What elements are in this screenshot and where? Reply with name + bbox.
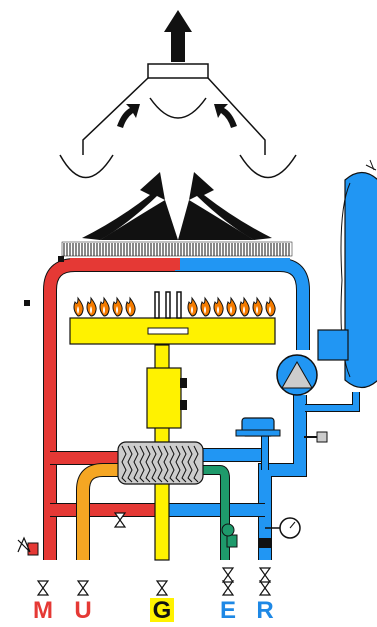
flame-core — [204, 306, 206, 314]
flame-icon — [265, 296, 276, 317]
valve-icon — [17, 512, 272, 596]
flame-core — [269, 306, 271, 314]
flame-core — [217, 306, 219, 314]
connection-label-u: U — [74, 597, 91, 624]
valve-icon — [113, 512, 127, 528]
plate-line — [175, 445, 181, 483]
flame-icon — [200, 296, 211, 317]
valve-icon — [155, 580, 169, 596]
flame-icon — [125, 296, 136, 317]
connection-label-g: G — [153, 597, 172, 624]
valve-icon — [36, 580, 50, 596]
flame-core — [191, 306, 193, 314]
flame-core — [243, 306, 245, 314]
plate-line — [187, 445, 193, 483]
plate-line — [181, 445, 187, 483]
flame-core — [256, 306, 258, 314]
flame-icon — [99, 296, 110, 317]
plate-line — [133, 445, 139, 483]
flame-icon — [112, 296, 123, 317]
flame-icon — [73, 296, 84, 317]
flame-core — [90, 306, 92, 314]
valve-icon — [76, 580, 90, 596]
flame-core — [77, 306, 79, 314]
burner-flames — [73, 296, 276, 317]
plate-heat-exchanger — [117, 441, 204, 485]
return-pipe — [160, 258, 310, 560]
flame-icon — [213, 296, 224, 317]
flame-core — [116, 306, 118, 314]
flame-core — [103, 306, 105, 314]
plate-line — [127, 445, 133, 483]
plate-line — [163, 445, 169, 483]
plate-line — [139, 445, 145, 483]
dhw-pipe — [76, 463, 130, 560]
flame-core — [230, 306, 232, 314]
plate-line — [169, 445, 175, 483]
label-highlight — [150, 598, 174, 622]
flame-icon — [239, 296, 250, 317]
diverter-valve — [235, 417, 328, 443]
flame-icon — [252, 296, 263, 317]
plate-line — [151, 445, 157, 483]
flame-core — [129, 306, 131, 314]
gas-pipe — [69, 317, 276, 561]
flue-hood — [59, 63, 297, 179]
valve-icon — [258, 580, 272, 596]
connection-label-r: R — [256, 597, 273, 624]
arrow-up-icon — [82, 10, 272, 240]
plate-line — [145, 445, 151, 483]
exchanger-cold-section — [180, 258, 290, 270]
fill-pipe — [200, 465, 230, 560]
heat-exchanger-fins — [61, 241, 293, 257]
safety-valve-icon — [17, 536, 31, 553]
fittings — [24, 256, 272, 556]
flame-icon — [226, 296, 237, 317]
ignition-electrodes — [154, 291, 182, 319]
valve-icon — [221, 567, 235, 583]
plate-line — [193, 445, 199, 483]
connection-label-m: M — [33, 597, 53, 624]
valve-icon — [221, 580, 235, 596]
flame-icon — [187, 296, 198, 317]
pump-icon — [276, 329, 349, 396]
flame-icon — [86, 296, 97, 317]
connection-label-e: E — [220, 597, 236, 624]
valve-icon — [258, 567, 272, 583]
pressure-gauge-icon — [265, 517, 301, 539]
plate-line — [157, 445, 163, 483]
exchanger-hot-section — [70, 258, 180, 270]
plate-line — [121, 445, 127, 483]
